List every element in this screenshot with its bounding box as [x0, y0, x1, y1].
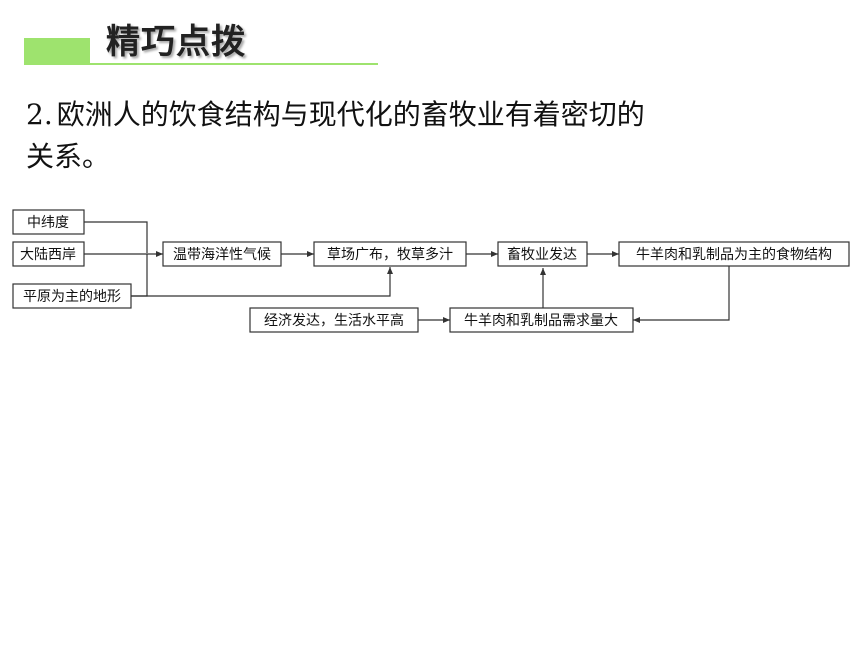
node-economy: 经济发达，生活水平高	[249, 307, 419, 333]
question-number: 2.	[26, 98, 53, 131]
node-plain-terrain: 平原为主的地形	[12, 283, 132, 309]
node-demand: 牛羊肉和乳制品需求量大	[449, 307, 634, 333]
page-title: 精巧点拨	[106, 22, 246, 62]
svg-text:温带海洋性气候: 温带海洋性气候	[173, 247, 271, 263]
header-accent-bar	[24, 38, 90, 64]
connector-plain-to-grassland	[131, 267, 393, 297]
connector-plain	[131, 254, 148, 297]
node-climate: 温带海洋性气候	[162, 241, 282, 267]
connector-mid-latitude	[84, 221, 148, 253]
question-line-1: 欧洲人的饮食结构与现代化的畜牧业有着密切的	[56, 98, 645, 131]
svg-text:牛羊肉和乳制品需求量大: 牛羊肉和乳制品需求量大	[464, 313, 618, 329]
question-line-2: 关系。	[26, 140, 111, 173]
svg-text:牛羊肉和乳制品为主的食物结构: 牛羊肉和乳制品为主的食物结构	[636, 246, 832, 263]
connectors	[84, 221, 730, 323]
header-underline	[24, 63, 378, 65]
svg-text:经济发达，生活水平高: 经济发达，生活水平高	[264, 312, 404, 329]
svg-text:大陆西岸: 大陆西岸	[20, 247, 76, 263]
connector-diet-demand	[633, 266, 730, 323]
svg-text:草场广布，牧草多汁: 草场广布，牧草多汁	[327, 246, 453, 263]
node-grassland: 草场广布，牧草多汁	[313, 241, 467, 267]
node-diet-structure: 牛羊肉和乳制品为主的食物结构	[618, 241, 850, 267]
question-text: 2.欧洲人的饮食结构与现代化的畜牧业有着密切的 关系。	[26, 94, 786, 178]
svg-text:畜牧业发达: 畜牧业发达	[507, 247, 577, 263]
node-mid-latitude: 中纬度	[12, 209, 85, 235]
svg-text:平原为主的地形: 平原为主的地形	[23, 289, 121, 305]
node-livestock: 畜牧业发达	[497, 241, 588, 267]
svg-text:中纬度: 中纬度	[27, 215, 69, 231]
node-west-coast: 大陆西岸	[12, 241, 85, 267]
